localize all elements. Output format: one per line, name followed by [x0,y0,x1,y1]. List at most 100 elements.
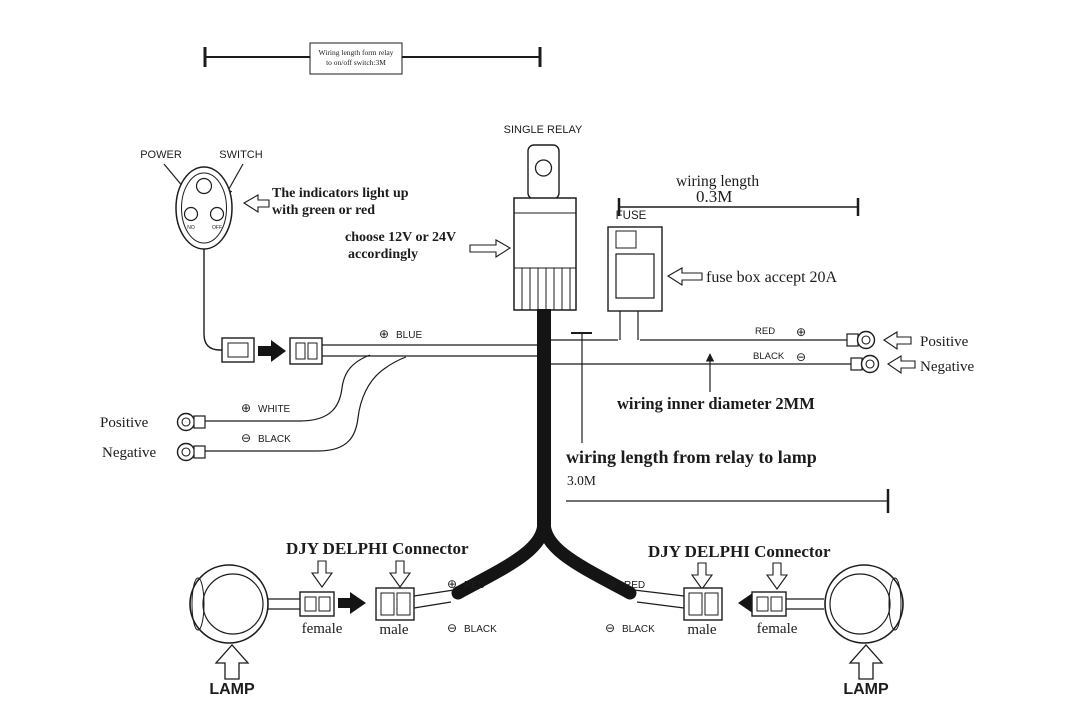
right-lamp-branch: DJY DELPHI Connector ⊕ RED ⊖ BLACK male … [605,542,904,698]
black-label-right: BLACK [622,624,655,635]
left-block-arrow-icon [882,331,912,351]
white-wire-label: WHITE [258,404,291,415]
blue-wire-label: BLUE [396,330,422,341]
ring-terminal-hole [861,335,871,345]
male-label-right: male [687,622,716,638]
measure-note-box [309,42,403,75]
indicator-off-label: OFF [212,225,222,231]
female-label-right: female [757,621,798,637]
ring-terminal-hole [181,447,191,457]
black-wire [205,356,407,452]
measurement-relay-lamp: wiring length from relay to lamp 3.0M [566,332,890,513]
indicator-no [183,206,199,222]
ring-terminal-hole [181,417,191,427]
red-label-right: RED [624,580,645,591]
indicator-off [209,206,225,222]
lamp-left-rim [191,577,205,631]
male-connector-inner [688,592,703,616]
relay-lamp-length-label: wiring length from relay to lamp [566,447,817,467]
red-label-left: RED [464,580,485,591]
connector-plug-b-pin [307,342,318,360]
branch-wire [636,601,685,609]
male-connector-inner [704,592,719,616]
switch-harness: ⊕ BLUE ⊕ WHITE ⊖ BLACK Positive Negative [100,327,537,462]
down-arrow-icon [765,562,789,590]
up-arrow-icon [214,644,250,680]
terminal-crimp [193,415,206,429]
branch-wire [633,589,685,597]
right-solid-arrow-icon [338,592,366,614]
up-arrow-icon [848,644,884,680]
switch-wire [203,249,222,351]
connector-plug-b-pin [295,342,306,360]
switch-unit: POWER SWITCH NO OFF The indicators light… [140,149,409,250]
ring-terminal [176,412,196,432]
female-connector [751,591,787,617]
relay-lamp-length-value: 3.0M [567,473,596,488]
terminal-crimp [846,333,859,347]
relay-note-line2: accordingly [348,247,418,262]
lamp-right-rim [888,577,902,631]
relay-tab [527,144,560,200]
male-connector-inner [396,592,411,616]
minus-symbol: ⊖ [796,350,806,364]
positive-left-label: Positive [100,415,149,431]
minus-symbol: ⊖ [241,431,251,445]
left-lamp-branch: DJY DELPHI Connector ⊕ RED ⊖ BLACK male … [189,539,497,698]
top-measurement: Wiring length form relay to on/off switc… [203,42,542,75]
negative-left-label: Negative [102,445,156,461]
male-connector-inner [380,592,395,616]
down-arrow-icon [310,560,334,588]
lamp-left [189,564,269,644]
ring-terminal-hole [865,359,875,369]
black-wire-label: BLACK [258,434,291,445]
lamp-label-left: LAMP [209,681,255,698]
lamp-left-inner [202,573,264,635]
ring-terminal [856,330,876,350]
main-cable [451,309,637,600]
fuse-note: fuse box accept 20A [706,269,838,286]
lamp-right [824,564,904,644]
plus-symbol: ⊕ [796,325,806,339]
fuse-box: FUSE fuse box accept 20A [607,210,838,312]
fuse-notch [615,230,637,249]
plus-symbol: ⊕ [607,577,617,591]
power-label: POWER [140,149,182,161]
terminal-crimp [193,445,206,459]
black-lead-label: BLACK [753,351,785,362]
switch-body [175,166,233,250]
left-block-arrow-icon [242,194,270,214]
male-label-left: male [379,622,408,638]
fuse-outer [607,226,663,312]
black-label-left: BLACK [464,624,497,635]
female-connector-inner [756,596,769,612]
indicator-note-line2: with green or red [272,203,375,218]
right-block-arrow-icon [469,239,512,259]
connector-plug-a-inner [227,342,249,358]
wiring-length-label: wiring length [676,173,759,190]
cable-arm-right [537,515,637,600]
top-measure-note-line2: to on/off switch:3M [326,58,386,67]
switch-body-inner [181,172,227,244]
down-arrow-icon [690,562,714,590]
measurement-relay-switch: wiring length 0.3M [617,173,860,216]
delphi-connector-label-left: DJY DELPHI Connector [286,539,469,558]
power-leads: RED ⊕ BLACK ⊖ Positive Negative wiring i… [551,311,974,413]
relay-body [513,197,577,311]
white-wire [205,354,371,422]
connector-plug-a [221,337,255,363]
female-connector-inner [318,596,331,612]
top-measure-note-line1: Wiring length form relay [319,48,394,57]
fuse-inner [615,253,655,299]
minus-symbol: ⊖ [447,621,457,635]
diameter-note: wiring inner diameter 2MM [617,394,815,413]
switch-mount-hole [195,177,213,195]
left-block-arrow-icon [886,355,916,375]
delphi-connector-label-right: DJY DELPHI Connector [648,542,831,561]
positive-right-label: Positive [920,334,969,350]
switch-label: SWITCH [219,149,262,161]
cable-trunk [537,309,551,529]
lamp-right-inner [829,573,891,635]
relay: SINGLE RELAY choose 12V or 24V according… [345,124,583,311]
